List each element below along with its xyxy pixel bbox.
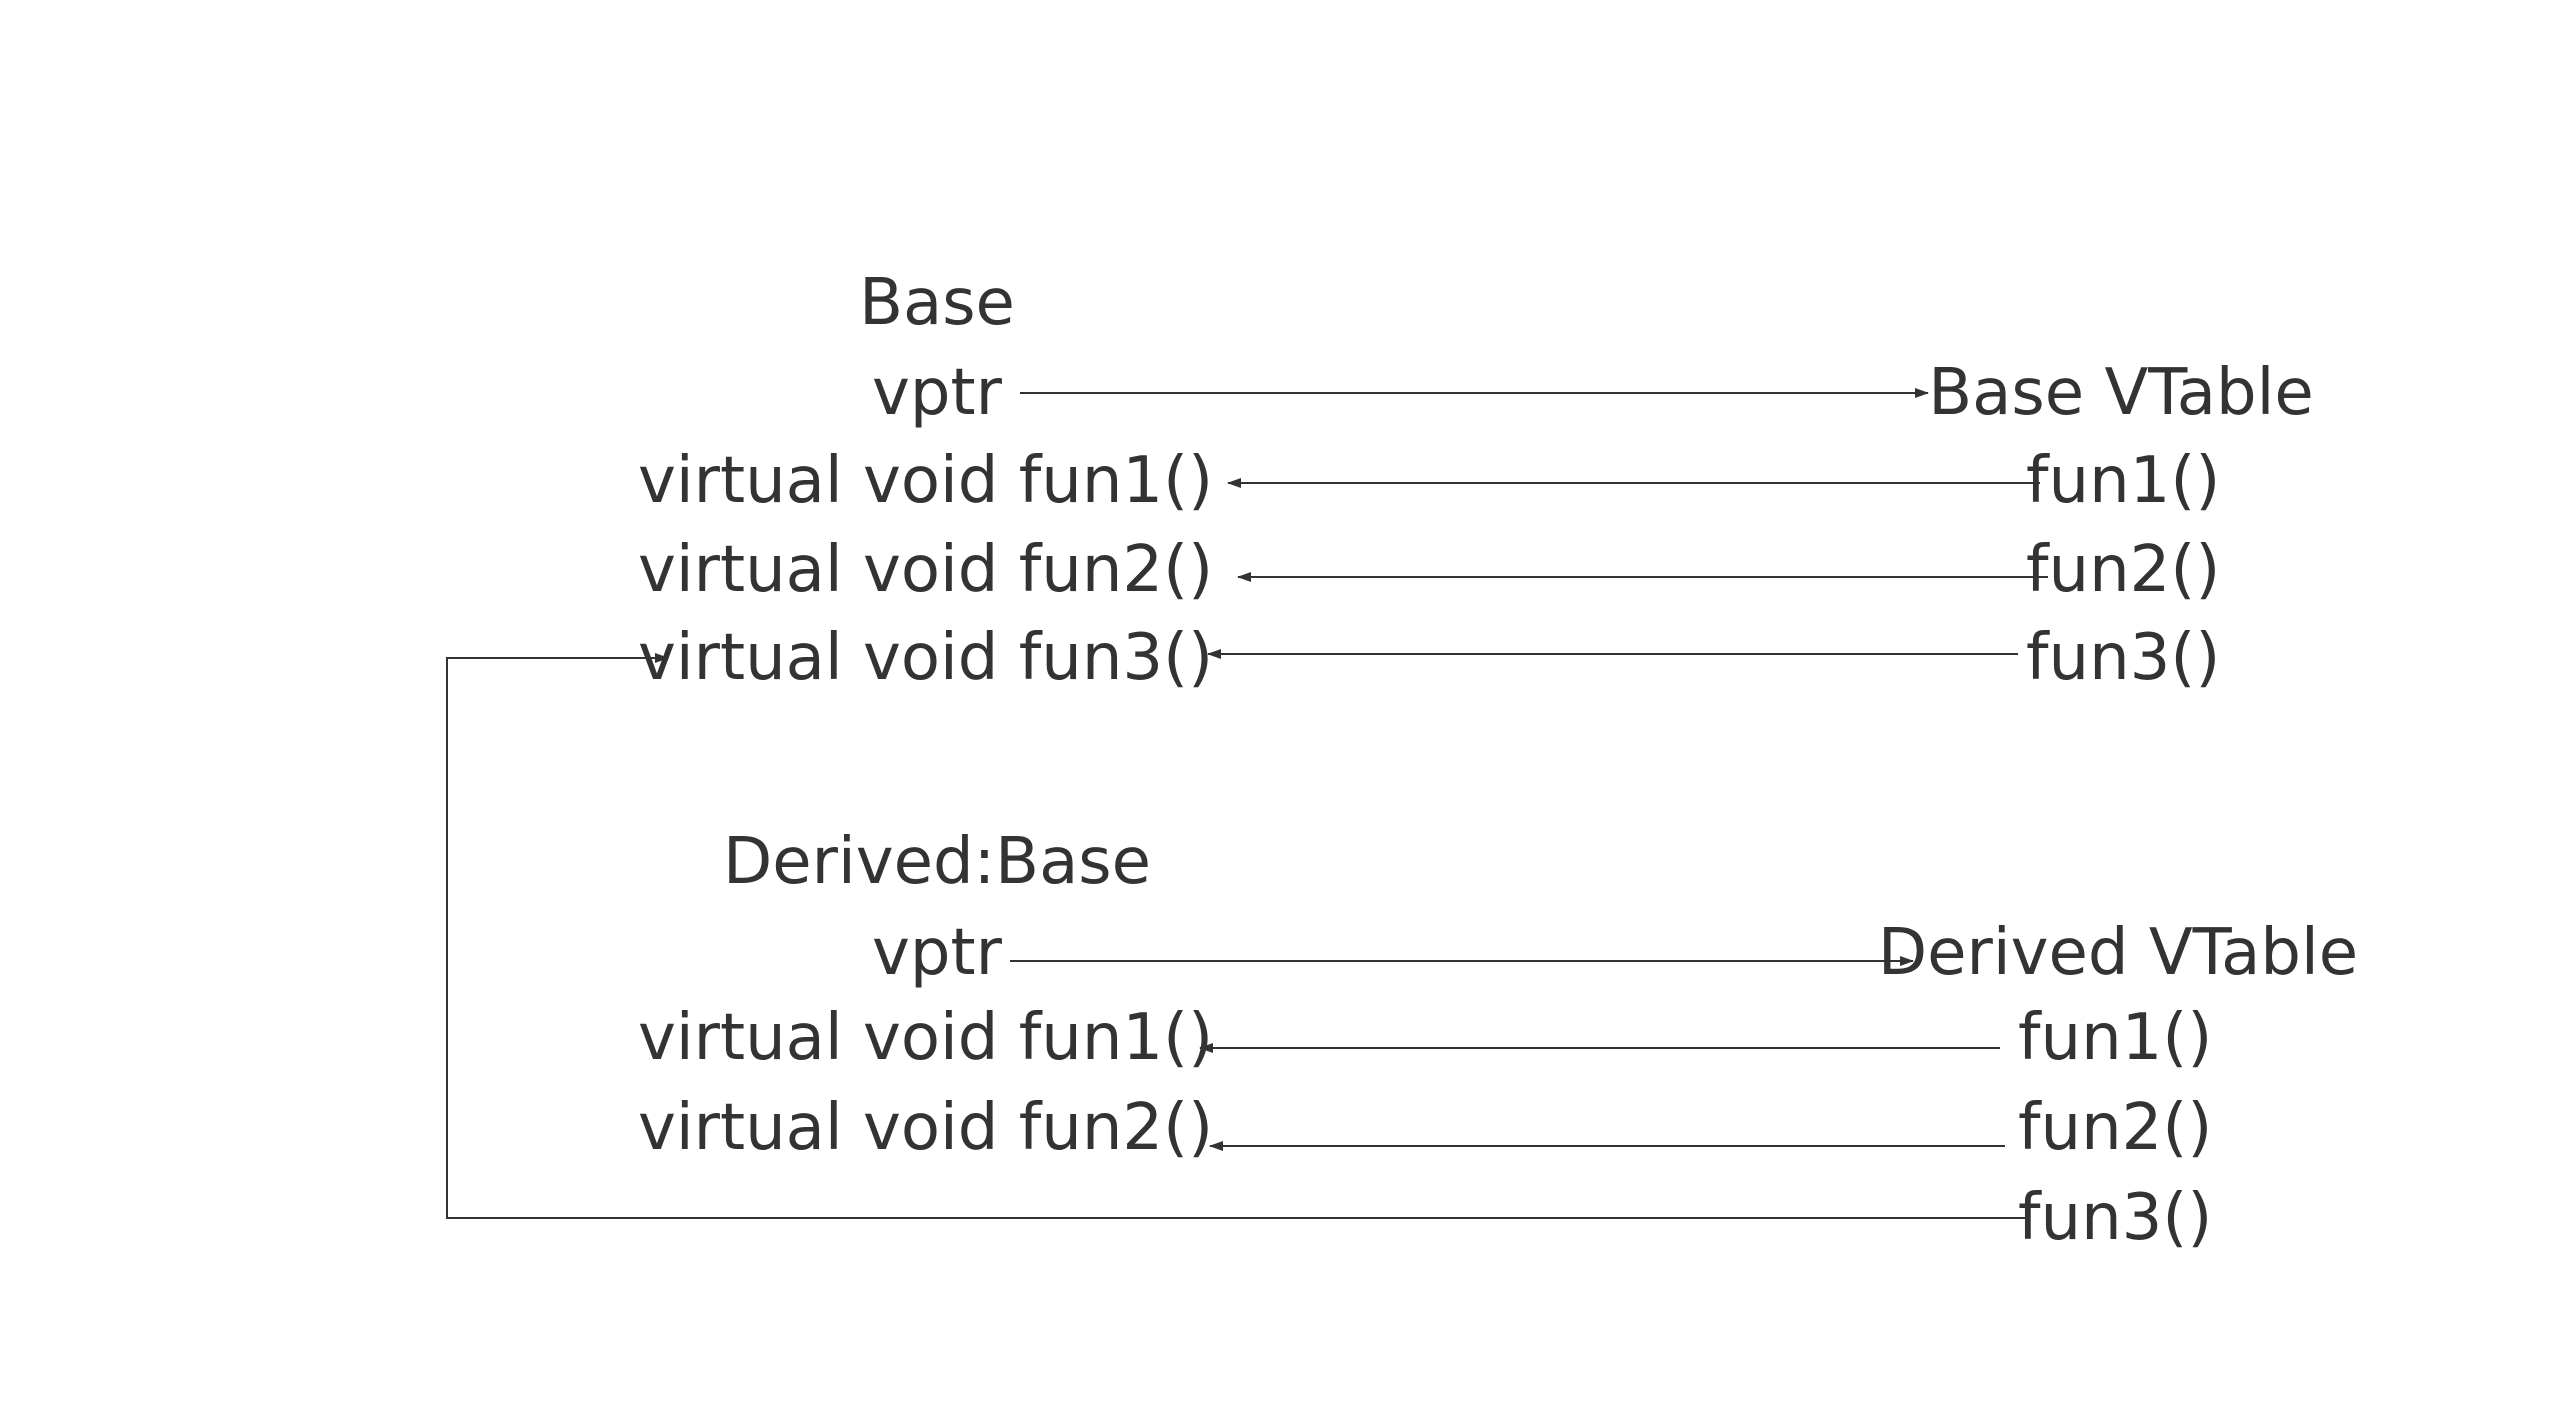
base-vtable-entry-fun1: fun1() <box>2026 444 2221 518</box>
base-method-fun1: virtual void fun1() <box>638 444 1214 518</box>
base-vptr-label: vptr <box>872 356 1002 430</box>
base-vtable-entry-fun2: fun2() <box>2026 533 2221 607</box>
derived-vptr-label: vptr <box>872 916 1002 990</box>
base-method-fun3: virtual void fun3() <box>638 621 1214 695</box>
derived-method-fun2: virtual void fun2() <box>638 1091 1214 1165</box>
base-method-fun2: virtual void fun2() <box>638 533 1214 607</box>
derived-vtable-entry-fun1: fun1() <box>2018 1001 2213 1075</box>
derived-vtable-entry-fun2: fun2() <box>2018 1091 2213 1165</box>
derived-class-title: Derived:Base <box>722 825 1152 899</box>
derived-method-fun1: virtual void fun1() <box>638 1001 1214 1075</box>
base-vtable-entry-fun3: fun3() <box>2026 621 2221 695</box>
arrow-derived-vtable-fun3-to-base-fun3 <box>446 653 2025 1219</box>
derived-vtable-entry-fun3: fun3() <box>2018 1181 2213 1255</box>
derived-vtable-title: Derived VTable <box>1877 916 2359 990</box>
base-vtable-title: Base VTable <box>1928 356 2314 430</box>
base-class-title: Base <box>859 266 1015 340</box>
